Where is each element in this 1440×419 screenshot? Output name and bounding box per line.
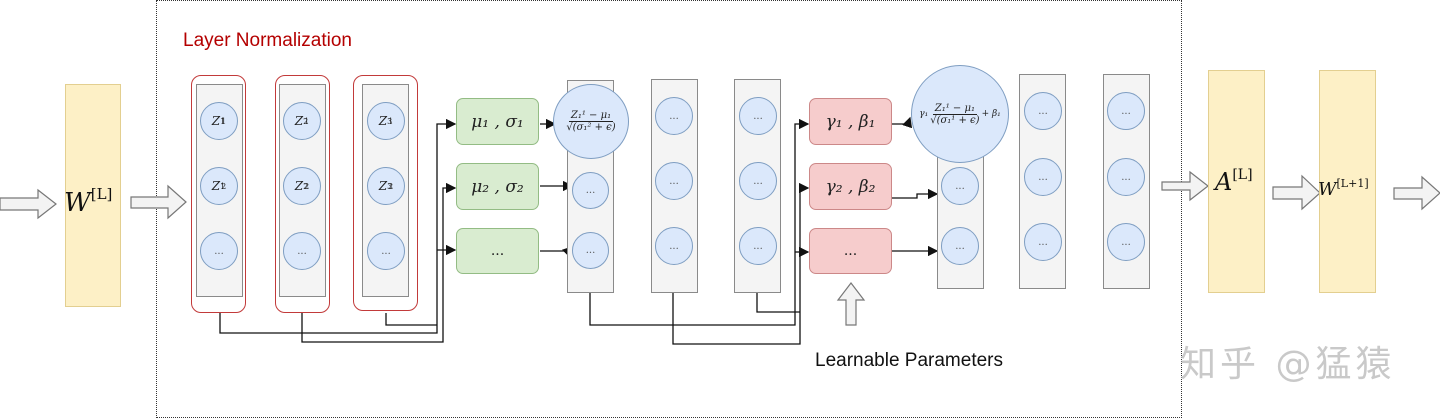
- output-col1-node-1: ...: [1024, 92, 1062, 130]
- output-col2-node-1: ...: [1107, 92, 1145, 130]
- watermark: 知乎 @猛猿: [1180, 344, 1396, 385]
- arrow-output: [1393, 175, 1440, 211]
- weight-layer-l-plus-1[interactable]: W[L+1]: [1318, 70, 1376, 293]
- weight-layer-l-label: W[L]: [64, 185, 113, 218]
- normalized-col2-node-1: ...: [655, 97, 693, 135]
- link-norm-col2: [672, 182, 810, 345]
- output-col2-node-2: ...: [1107, 158, 1145, 196]
- affine-box-1[interactable]: γ₁ , β₁: [809, 98, 892, 145]
- output-col1-node-2: ...: [1024, 158, 1062, 196]
- arrow-activation-to-next: [1272, 174, 1321, 211]
- normalized-node-more: ...: [572, 232, 609, 269]
- arrow-learnable-up: [836, 282, 866, 326]
- weight-layer-l[interactable]: W[L]: [64, 84, 121, 307]
- link-norm-col3: [756, 293, 800, 313]
- affine-formula-node: γ₁ Z₁¹ − μ₁√(σ₁¹ + ϵ) + β₁: [911, 65, 1009, 163]
- diagram-title: Layer Normalization: [183, 30, 352, 51]
- stats-box-1[interactable]: μ₁ , σ₁: [456, 98, 539, 145]
- arrow-to-activation: [1161, 170, 1209, 202]
- scaled-node-more: ...: [941, 227, 979, 265]
- normalized-node-2: ...: [572, 172, 609, 209]
- scaled-node-2: ...: [941, 167, 979, 205]
- normalized-col2-node-2: ...: [655, 162, 693, 200]
- weight-layer-l-plus-1-label: W[L+1]: [1318, 177, 1369, 200]
- activation-layer-l[interactable]: A[L]: [1208, 70, 1265, 293]
- arrow-input: [0, 188, 57, 220]
- normalized-col3-node-1: ...: [739, 97, 777, 135]
- link-norm-col1: [589, 118, 810, 326]
- output-col1-node-3: ...: [1024, 223, 1062, 261]
- affine-box-more[interactable]: ...: [809, 228, 892, 274]
- link-col2-bus: [301, 182, 457, 343]
- stats-box-2[interactable]: μ₂ , σ₂: [456, 163, 539, 210]
- link-affine1: [892, 116, 913, 129]
- output-col2-node-3: ...: [1107, 223, 1145, 261]
- node-z-1-more: ...: [200, 232, 238, 270]
- node-z-3-more: ...: [367, 232, 405, 270]
- stats-box-more[interactable]: ...: [456, 228, 539, 274]
- layer-normalization-frame: [156, 0, 1182, 418]
- arrow-w-to-norm: [130, 184, 187, 220]
- normalized-col3-node-2: ...: [739, 162, 777, 200]
- normalized-col3-node-3: ...: [739, 227, 777, 265]
- normalize-formula-node: Z₁¹ − μ₁√(σ₁² + ϵ): [553, 84, 629, 159]
- normalized-col2-node-3: ...: [655, 227, 693, 265]
- link-col1-bus: [219, 118, 457, 334]
- node-z-2-more: ...: [283, 232, 321, 270]
- link-col3-bus: [385, 313, 437, 326]
- activation-layer-l-label: A[L]: [1215, 167, 1253, 196]
- affine-box-2[interactable]: γ₂ , β₂: [809, 163, 892, 210]
- link-affine2: [892, 188, 939, 200]
- learnable-parameters-caption: Learnable Parameters: [815, 350, 1003, 371]
